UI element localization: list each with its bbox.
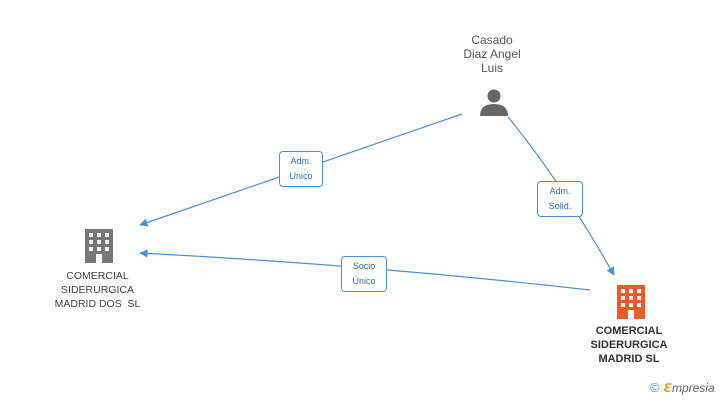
person-name-label[interactable]: Casado Diaz Angel Luis [442, 33, 542, 75]
company-right-line-1: COMERCIAL [595, 325, 663, 337]
edge-label-adm-unico-line-1: Adm. [290, 156, 312, 166]
company-left-line-1: COMERCIAL [66, 270, 129, 282]
company-right-line-3: MADRID SL [598, 353, 660, 365]
edge-label-adm-unico-line-2: Unico [289, 171, 313, 181]
company-right-line-2: SIDERURGICA [590, 339, 668, 351]
company-left-label[interactable]: COMERCIAL SIDERURGICA MADRID DOS SL [40, 269, 155, 311]
building-icon[interactable] [85, 229, 113, 263]
edge-label-socio-line-2: Único [352, 276, 376, 286]
person-name-line-3: Luis [480, 61, 503, 75]
person-name-line-1: Casado [471, 33, 513, 47]
company-right-label[interactable]: COMERCIAL SIDERURGICA MADRID SL [570, 324, 688, 366]
building-icon-highlighted[interactable] [617, 285, 645, 319]
edge-label-socio-line-1: Socio [352, 261, 376, 271]
edge-label-adm-solid[interactable]: Adm. Solid. [537, 181, 583, 217]
person-icon[interactable] [479, 88, 509, 116]
brand-name: mpresia [671, 381, 715, 395]
person-name-line-2: Diaz Angel [463, 47, 521, 61]
edge-label-adm-unico[interactable]: Adm. Unico [279, 151, 323, 187]
brand-initial: ℇ [663, 381, 672, 395]
edge-label-adm-solid-line-1: Adm. [549, 186, 571, 196]
empresia-footer[interactable]: ©ℇmpresia [650, 380, 715, 395]
company-left-line-2: SIDERURGICA [61, 284, 134, 296]
copyright-icon: © [650, 380, 660, 395]
edge-label-adm-solid-line-2: Solid. [548, 201, 572, 211]
edge-label-socio-unico[interactable]: Socio Único [341, 256, 387, 292]
company-left-line-3: MADRID DOS SL [54, 298, 141, 310]
